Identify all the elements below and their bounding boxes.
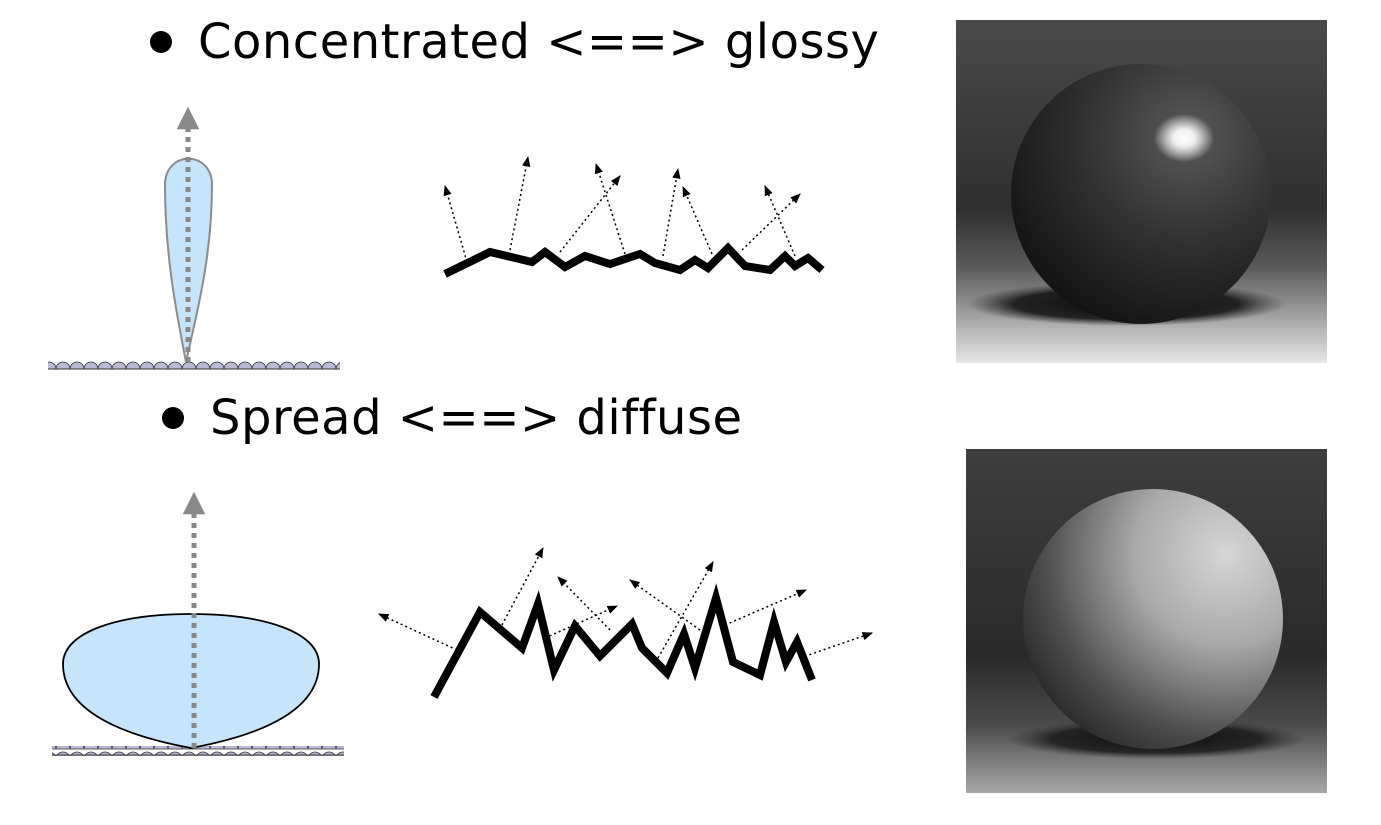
diffuse-ray [378, 613, 458, 651]
glossy-microsurface-diagram [443, 155, 825, 278]
glossy-ray [559, 175, 621, 253]
heading-glossy: Concentrated <==> glossy [198, 14, 880, 70]
diffuse-ray [799, 632, 873, 659]
glossy-ray [662, 167, 681, 257]
diffuse-ray [724, 589, 807, 626]
diffuse-lobe [62, 613, 320, 749]
glossy-ray [594, 163, 626, 255]
bullet-dot-icon [150, 31, 172, 53]
bullet-diffuse: Spread <==> diffuse [162, 390, 742, 446]
diffuse-sphere-render [966, 449, 1327, 793]
glossy-ray [764, 185, 796, 257]
glossy-ray [682, 186, 713, 255]
bullet-dot-icon [162, 407, 184, 429]
glossy-surface [48, 360, 340, 370]
glossy-ray [741, 193, 801, 251]
diffuse-ray [657, 561, 714, 659]
glossy-ray [509, 155, 531, 251]
diffuse-ray [629, 579, 701, 631]
diffuse-sphere-image [966, 449, 1327, 793]
diffuse-surface [52, 746, 344, 756]
glossy-sphere-render [956, 20, 1327, 363]
glossy-ray [443, 184, 468, 263]
diffuse-ray [557, 576, 611, 631]
diffuse-ray [544, 605, 618, 639]
diffuse-microsurface-diagram [378, 547, 873, 699]
glossy-microsurface [443, 242, 825, 278]
diffuse-lobe-diagram [52, 491, 344, 756]
glossy-sphere-image [956, 20, 1327, 363]
diffuse-microsurface [430, 583, 816, 699]
heading-diffuse: Spread <==> diffuse [210, 390, 743, 446]
glossy-lobe-diagram [48, 106, 340, 370]
bullet-glossy: Concentrated <==> glossy [150, 14, 879, 70]
